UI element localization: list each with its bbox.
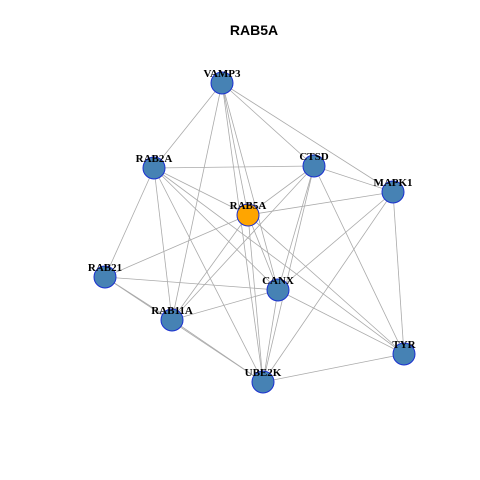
edge-ube2k-tyr (262, 353, 405, 383)
edge-rab2a-tyr (153, 167, 405, 355)
edge-rab5a-ube2k (247, 214, 264, 383)
edge-rab11a-ube2k (171, 319, 264, 383)
node-label-mapk1: MAPK1 (373, 177, 412, 189)
edge-layer (104, 82, 405, 383)
edge-vamp3-ube2k (221, 82, 264, 383)
edge-rab5a-tyr (247, 214, 405, 355)
node-ctsd[interactable] (302, 154, 326, 178)
node-layer (93, 71, 416, 394)
edge-rab2a-rab21 (104, 167, 155, 278)
edge-vamp3-mapk1 (221, 82, 394, 193)
edge-ctsd-tyr (313, 165, 405, 355)
edge-ctsd-canx (277, 165, 315, 291)
diagram-title: RAB5A (230, 22, 278, 38)
node-rab2a[interactable] (142, 156, 166, 180)
edge-vamp3-rab2a (153, 82, 223, 169)
node-label-rab2a: RAB2A (136, 153, 173, 165)
edge-canx-tyr (277, 289, 405, 355)
node-label-vamp3: VAMP3 (203, 68, 241, 80)
edge-ctsd-mapk1 (313, 165, 394, 193)
node-label-canx: CANX (262, 275, 294, 287)
edge-rab2a-ctsd (153, 165, 315, 169)
node-label-tyr: TYR (392, 339, 416, 351)
edge-mapk1-ube2k (262, 191, 394, 383)
edge-ctsd-ube2k (262, 165, 315, 383)
edge-canx-ube2k (262, 289, 279, 383)
node-tyr[interactable] (392, 342, 416, 366)
node-canx[interactable] (266, 278, 290, 302)
edge-rab21-canx (104, 276, 279, 291)
edge-rab5a-canx (247, 214, 279, 291)
edge-ctsd-rab11a (171, 165, 315, 321)
edge-rab5a-rab21 (104, 214, 249, 278)
edge-rab2a-ube2k (153, 167, 264, 383)
node-rab21[interactable] (93, 265, 117, 289)
edge-mapk1-rab5a (247, 191, 394, 216)
edge-mapk1-canx (277, 191, 394, 291)
edge-rab2a-rab11a (153, 167, 173, 321)
edge-vamp3-rab5a (221, 82, 249, 216)
edge-rab2a-rab5a (153, 167, 249, 216)
edge-mapk1-tyr (392, 191, 405, 355)
node-ube2k[interactable] (251, 370, 275, 394)
node-rab5a[interactable] (236, 203, 260, 227)
edge-vamp3-rab11a (171, 82, 223, 321)
node-label-rab5a: RAB5A (230, 200, 267, 212)
node-vamp3[interactable] (210, 71, 234, 95)
node-label-rab11a: RAB11A (151, 305, 193, 317)
node-rab11a[interactable] (160, 308, 184, 332)
node-label-rab21: RAB21 (88, 262, 122, 274)
edge-vamp3-ctsd (221, 82, 315, 167)
edge-rab5a-rab11a (171, 214, 249, 321)
node-label-ctsd: CTSD (299, 151, 328, 163)
edge-canx-rab11a (171, 289, 279, 321)
edge-vamp3-canx (221, 82, 279, 291)
node-mapk1[interactable] (381, 180, 405, 204)
node-label-ube2k: UBE2K (245, 367, 282, 379)
edge-ctsd-rab5a (247, 165, 315, 216)
